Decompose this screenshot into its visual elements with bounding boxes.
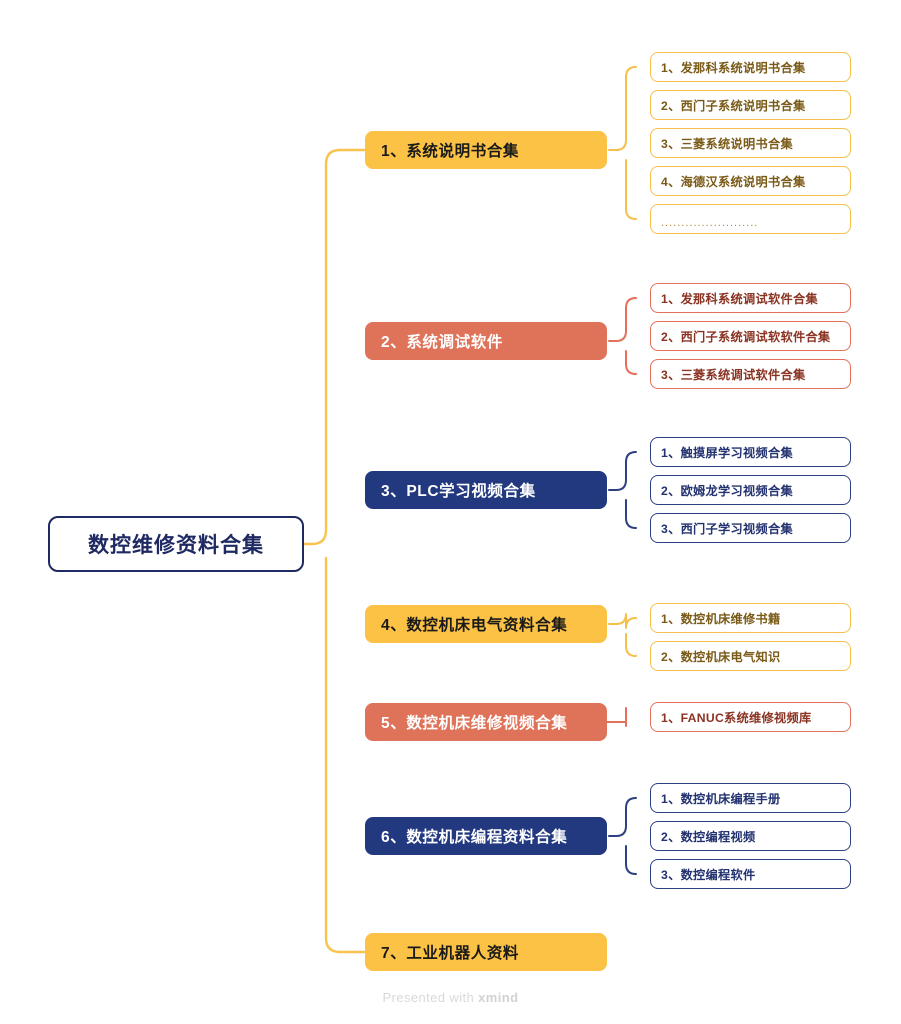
leaf-node-label: 1、数控机床维修书籍 — [661, 612, 781, 626]
leaf-node-label: 1、触摸屏学习视频合集 — [661, 446, 793, 460]
branch-node-4[interactable]: 4、数控机床电气资料合集 — [365, 605, 607, 643]
leaf-node-4-1[interactable]: 1、数控机床维修书籍 — [650, 603, 851, 633]
leaf-node-6-3[interactable]: 3、数控编程软件 — [650, 859, 851, 889]
branch-node-label: 7、工业机器人资料 — [381, 945, 520, 962]
leaf-node-5-1[interactable]: 1、FANUC系统维修视频库 — [650, 702, 851, 732]
leaf-node-label: 1、发那科系统说明书合集 — [661, 61, 806, 75]
leaf-node-label: 2、西门子系统调试软软件合集 — [661, 330, 831, 344]
leaf-node-2-1[interactable]: 1、发那科系统调试软件合集 — [650, 283, 851, 313]
branch-node-6[interactable]: 6、数控机床编程资料合集 — [365, 817, 607, 855]
leaf-node-3-3[interactable]: 3、西门子学习视频合集 — [650, 513, 851, 543]
leaf-node-label: 2、西门子系统说明书合集 — [661, 99, 806, 113]
leaf-node-1-4[interactable]: 4、海德汉系统说明书合集 — [650, 166, 851, 196]
leaf-node-1-5[interactable]: ........................ — [650, 204, 851, 234]
branch-node-label: 2、系统调试软件 — [381, 334, 503, 351]
leaf-node-3-1[interactable]: 1、触摸屏学习视频合集 — [650, 437, 851, 467]
leaf-node-label: 3、三菱系统调试软件合集 — [661, 368, 806, 382]
leaf-node-2-2[interactable]: 2、西门子系统调试软软件合集 — [650, 321, 851, 351]
leaf-node-4-2[interactable]: 2、数控机床电气知识 — [650, 641, 851, 671]
root-node-label: 数控维修资料合集 — [88, 534, 264, 557]
branch-node-1[interactable]: 1、系统说明书合集 — [365, 131, 607, 169]
leaf-node-2-3[interactable]: 3、三菱系统调试软件合集 — [650, 359, 851, 389]
leaf-node-1-1[interactable]: 1、发那科系统说明书合集 — [650, 52, 851, 82]
leaf-node-3-2[interactable]: 2、欧姆龙学习视频合集 — [650, 475, 851, 505]
leaf-node-label: 2、数控机床电气知识 — [661, 650, 781, 664]
leaf-node-label: 1、FANUC系统维修视频库 — [661, 711, 812, 725]
branch-node-5[interactable]: 5、数控机床维修视频合集 — [365, 703, 607, 741]
branch-node-label: 5、数控机床维修视频合集 — [381, 715, 568, 732]
leaf-node-label: 1、发那科系统调试软件合集 — [661, 292, 818, 306]
leaf-node-label: 3、三菱系统说明书合集 — [661, 137, 793, 151]
branch-node-7[interactable]: 7、工业机器人资料 — [365, 933, 607, 971]
branch-node-label: 4、数控机床电气资料合集 — [381, 617, 568, 634]
leaf-node-label: 3、西门子学习视频合集 — [661, 522, 793, 536]
footer-prefix: Presented with — [382, 990, 479, 1005]
leaf-node-label: ........................ — [661, 217, 759, 229]
leaf-node-label: 3、数控编程软件 — [661, 868, 756, 882]
leaf-node-6-2[interactable]: 2、数控编程视频 — [650, 821, 851, 851]
branch-node-2[interactable]: 2、系统调试软件 — [365, 322, 607, 360]
leaf-node-label: 1、数控机床编程手册 — [661, 792, 781, 806]
branch-node-label: 3、PLC学习视频合集 — [381, 483, 536, 500]
footer-brand: xmind — [478, 990, 519, 1005]
leaf-node-label: 2、数控编程视频 — [661, 830, 756, 844]
leaf-node-1-2[interactable]: 2、西门子系统说明书合集 — [650, 90, 851, 120]
branch-node-label: 6、数控机床编程资料合集 — [381, 829, 568, 846]
branch-node-label: 1、系统说明书合集 — [381, 143, 520, 160]
leaf-node-1-3[interactable]: 3、三菱系统说明书合集 — [650, 128, 851, 158]
root-node[interactable]: 数控维修资料合集 — [48, 516, 304, 572]
leaf-node-label: 2、欧姆龙学习视频合集 — [661, 484, 793, 498]
leaf-node-6-1[interactable]: 1、数控机床编程手册 — [650, 783, 851, 813]
leaf-node-label: 4、海德汉系统说明书合集 — [661, 175, 806, 189]
branch-node-3[interactable]: 3、PLC学习视频合集 — [365, 471, 607, 509]
footer-credit: Presented with xmind — [0, 990, 901, 1005]
